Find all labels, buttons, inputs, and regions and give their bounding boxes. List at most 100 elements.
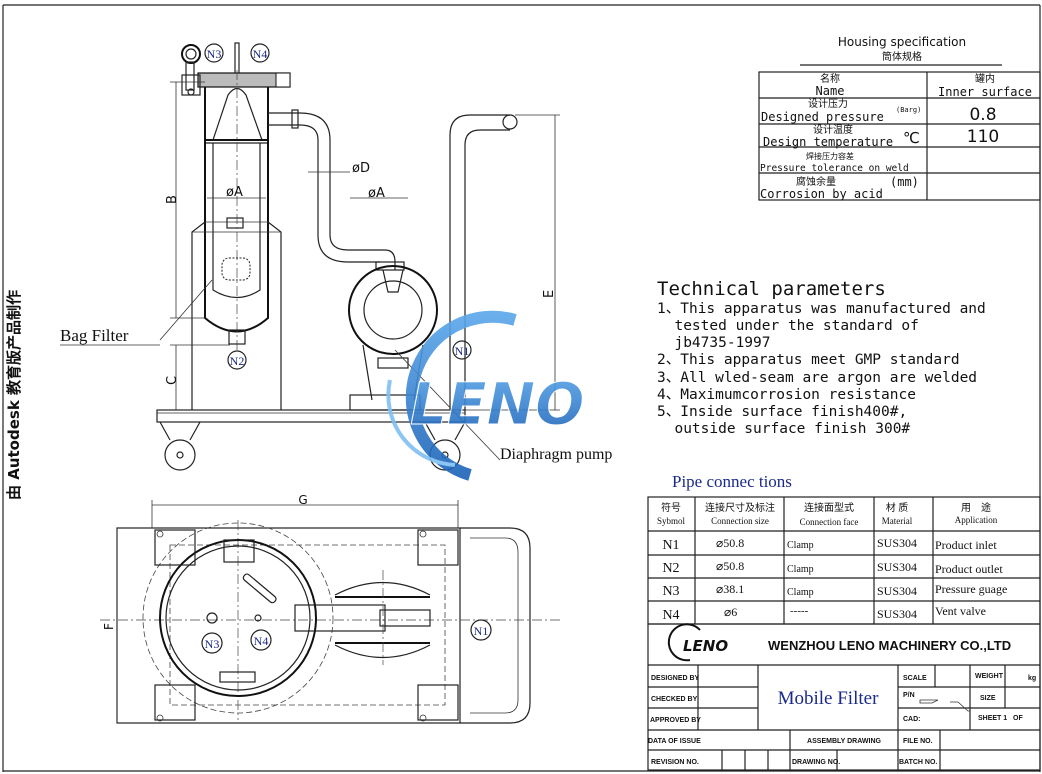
- svg-text:Pressure tolerance on weld: Pressure tolerance on weld: [760, 163, 909, 174]
- svg-text:N2: N2: [662, 561, 679, 576]
- svg-text:APPROVED BY: APPROVED BY: [650, 717, 701, 724]
- housing-spec-table: Housing specification 筒体规格 名称 Name 罐内 In…: [758, 35, 1041, 201]
- technical-line: 1、This apparatus was manufactured and: [657, 301, 986, 317]
- caster-wheel-left: [159, 421, 201, 471]
- company-name: WENZHOU LENO MACHINERY CO.,LTD: [768, 638, 1011, 653]
- svg-text:Clamp: Clamp: [787, 587, 814, 598]
- pipe-connections-title: Pipe connec tions: [672, 472, 792, 491]
- svg-text:连接尺寸及标注: 连接尺寸及标注: [705, 501, 775, 514]
- svg-text:⌀50.8: ⌀50.8: [716, 536, 744, 550]
- svg-text:ASSEMBLY DRAWING: ASSEMBLY DRAWING: [807, 738, 881, 745]
- dimension-c-label: C: [165, 376, 180, 385]
- technical-line: 3、All wled-seam are argon are welded: [657, 370, 977, 386]
- svg-text:N2: N2: [230, 354, 245, 368]
- technical-parameters: Technical parameters 1、This apparatus wa…: [657, 278, 986, 437]
- table-row: N3 ⌀38.1 Clamp SUS304 Pressure guage: [662, 582, 1007, 599]
- svg-text:(mm): (mm): [890, 175, 919, 189]
- svg-text:Product inlet: Product inlet: [935, 538, 997, 552]
- svg-text:⌀38.1: ⌀38.1: [716, 582, 744, 596]
- svg-text:Clamp: Clamp: [787, 540, 814, 551]
- svg-text:Pressure guage: Pressure guage: [935, 582, 1007, 596]
- svg-text:CAD:: CAD:: [903, 716, 921, 723]
- leno-watermark-logo: LENO: [386, 310, 585, 481]
- svg-text:N4: N4: [253, 47, 268, 61]
- svg-text:110: 110: [967, 127, 999, 147]
- svg-text:筒体规格: 筒体规格: [882, 50, 922, 63]
- dimension-a-label: øA: [226, 185, 243, 200]
- svg-text:Vent valve: Vent valve: [935, 604, 986, 618]
- diaphragm-pump: [348, 265, 438, 411]
- svg-text:LENO: LENO: [683, 637, 728, 655]
- technical-line: outside surface finish 300#: [657, 421, 910, 437]
- technical-line: 4、Maximumcorrosion resistance: [657, 387, 916, 403]
- bag-filter-label: Bag Filter: [60, 326, 129, 345]
- svg-text:DRAWING NO.: DRAWING NO.: [792, 759, 840, 766]
- housing-spec-title: Housing specification: [838, 35, 966, 49]
- svg-text:SCALE: SCALE: [903, 675, 927, 682]
- table-row: N1 ⌀50.8 Clamp SUS304 Product inlet: [662, 536, 997, 553]
- svg-text:Connection size: Connection size: [711, 516, 769, 526]
- table-row: N4 ⌀6 ----- SUS304 Vent valve: [662, 604, 986, 623]
- svg-text:Sybmol: Sybmol: [657, 516, 686, 526]
- svg-text:SUS304: SUS304: [877, 560, 917, 574]
- svg-text:(Barg): (Barg): [896, 106, 921, 114]
- svg-text:Designed pressure: Designed pressure: [761, 110, 884, 124]
- svg-text:N3: N3: [662, 584, 679, 599]
- svg-text:Corrosion by acid: Corrosion by acid: [760, 187, 883, 201]
- svg-text:名称: 名称: [820, 72, 840, 85]
- technical-line: 5、Inside surface finish400#,: [657, 404, 907, 420]
- plan-view: [100, 500, 560, 724]
- nozzle-n4-marker: N4: [250, 43, 270, 63]
- svg-text:焊接压力容差: 焊接压力容差: [806, 151, 854, 161]
- svg-text:用 途: 用 途: [961, 501, 991, 514]
- dimension-e-label: E: [542, 290, 557, 298]
- technical-line: 2、This apparatus meet GMP standard: [657, 352, 960, 368]
- svg-text:符号: 符号: [661, 501, 681, 514]
- svg-text:⌀50.8: ⌀50.8: [716, 559, 744, 573]
- svg-text:腐蚀余量: 腐蚀余量: [796, 175, 836, 188]
- table-row: N2 ⌀50.8 Clamp SUS304 Product outlet: [662, 559, 1003, 576]
- plan-n1-marker: N1: [470, 619, 492, 641]
- side-watermark-text: 由 Autodesk 教育版产品制作: [5, 290, 23, 500]
- svg-text:设计压力: 设计压力: [808, 97, 848, 110]
- svg-text:P/N: P/N: [903, 692, 915, 699]
- technical-line: tested under the standard of: [657, 318, 919, 334]
- svg-text:N4: N4: [254, 634, 269, 648]
- caster-plan: [154, 529, 459, 722]
- pipe-connections-table: Pipe connec tions 符号 Sybmol 连接尺寸及标注 Conn…: [647, 472, 1041, 625]
- svg-text:Application: Application: [955, 515, 998, 525]
- plan-n4-marker: N4: [250, 629, 272, 651]
- diaphragm-pump-label: Diaphragm pump: [500, 446, 612, 463]
- dimension-a2-label: øA: [368, 186, 385, 201]
- svg-text:CHECKED BY: CHECKED BY: [651, 696, 698, 703]
- nozzle-n3-marker: N3: [204, 43, 224, 63]
- dimension-d-label: øD: [352, 161, 370, 176]
- svg-text:WEIGHT: WEIGHT: [975, 673, 1004, 680]
- svg-text:-----: -----: [790, 605, 809, 617]
- technical-line: jb4735-1997: [657, 335, 771, 351]
- title-block: LENO WENZHOU LENO MACHINERY CO.,LTD Mobi…: [647, 623, 1041, 771]
- svg-text:连接面型式: 连接面型式: [804, 501, 854, 514]
- svg-text:DATA OF ISSUE: DATA OF ISSUE: [648, 738, 701, 745]
- svg-text:Clamp: Clamp: [787, 564, 814, 575]
- svg-text:N3: N3: [205, 637, 220, 651]
- svg-text:FILE NO.: FILE NO.: [903, 738, 933, 745]
- svg-text:Design temperature: Design temperature: [763, 135, 893, 149]
- svg-text:Name: Name: [816, 84, 845, 98]
- dimension-g-label: G: [298, 493, 307, 507]
- svg-text:SHEET 1 OF: SHEET 1 OF: [978, 715, 1023, 722]
- svg-text:N4: N4: [662, 608, 679, 623]
- plan-n3-marker: N3: [201, 632, 223, 654]
- svg-text:N3: N3: [207, 47, 222, 61]
- svg-text:℃: ℃: [903, 129, 920, 147]
- plan-labels: G F N3 N4 N1: [102, 493, 492, 654]
- leno-logo: LENO: [667, 623, 728, 662]
- elevation-view: [60, 42, 560, 471]
- nozzle-n2-marker: N2: [227, 350, 247, 370]
- nozzle-n1-marker: N1: [452, 340, 472, 360]
- svg-text:LENO: LENO: [410, 370, 584, 438]
- svg-text:SUS304: SUS304: [877, 584, 917, 598]
- svg-text:Product outlet: Product outlet: [935, 562, 1003, 576]
- svg-text:N1: N1: [662, 538, 679, 553]
